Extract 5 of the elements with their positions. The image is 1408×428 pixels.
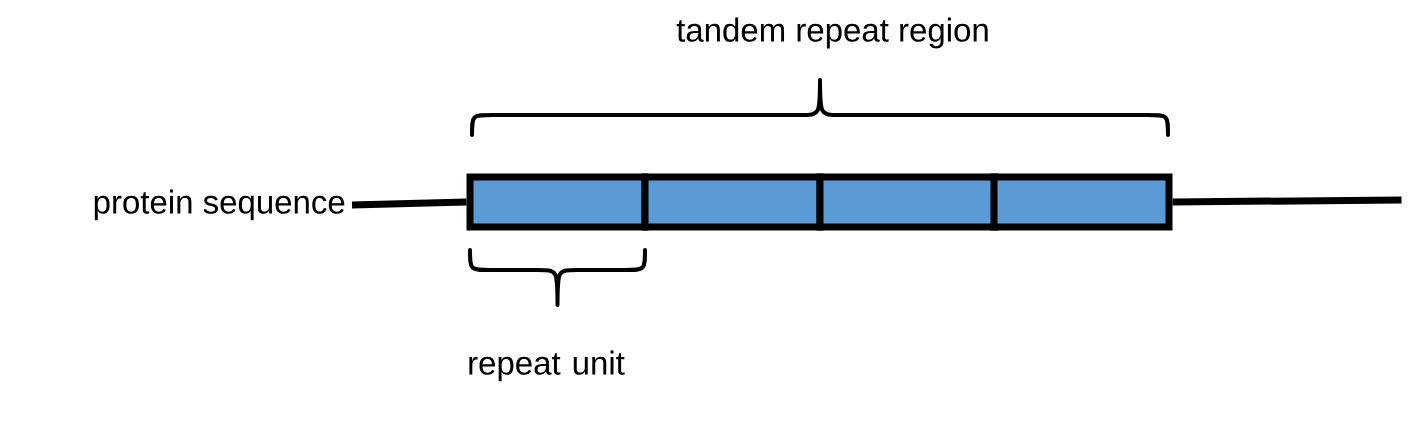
region-label: tandem repeat region — [676, 17, 988, 49]
sequence-label: protein sequence — [94, 189, 345, 221]
unit-label: repeat unit — [469, 350, 625, 382]
repeat-unit-box — [990, 173, 1173, 231]
sequence-line — [1172, 196, 1402, 206]
